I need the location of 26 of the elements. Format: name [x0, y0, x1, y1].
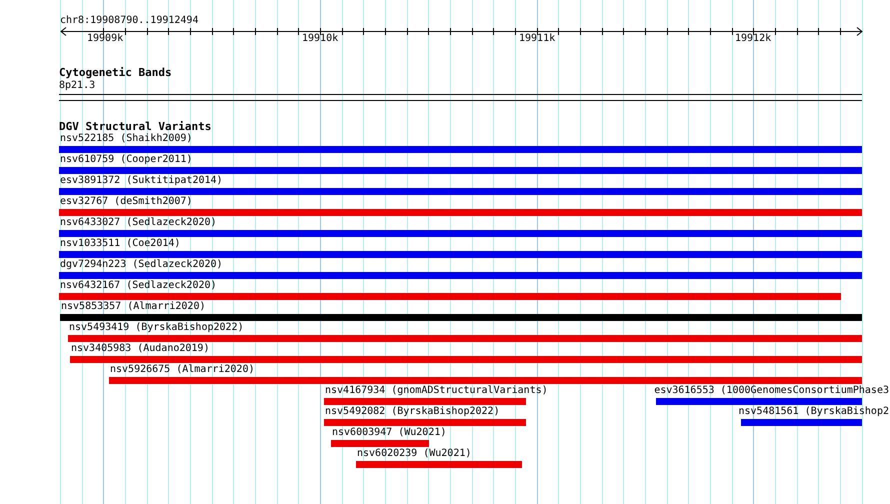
variant-label: nsv4167934 (gnomADStructuralVariants): [325, 385, 548, 397]
variant-label: nsv522185 (Shaikh2009): [60, 133, 192, 145]
variant-label: nsv5926675 (Almarri2020): [110, 364, 254, 376]
variant-label: nsv5493419 (ByrskaBishop2022): [69, 322, 244, 334]
variant-label: nsv5492082 (ByrskaBishop2022): [325, 406, 500, 418]
variant-label: esv3891372 (Suktitipat2014): [60, 175, 223, 187]
variant-label: nsv1033511 (Coe2014): [60, 238, 180, 250]
variant-label: nsv5853357 (Almarri2020): [61, 301, 206, 313]
variant-label: esv3616553 (1000GenomesConsortiumPhase3: [654, 385, 889, 397]
scale-tick-label: 19911k: [519, 33, 556, 45]
variant-label: dgv7294n223 (Sedlazeck2020): [60, 259, 223, 271]
variant-label: nsv6003947 (Wu2021): [332, 427, 446, 439]
variant-label: nsv6432167 (Sedlazeck2020): [60, 280, 217, 292]
scale-tick-label: 19909k: [87, 33, 124, 45]
cytoband-name: 8p21.3: [59, 80, 96, 92]
variant-label: nsv610759 (Cooper2011): [60, 154, 192, 166]
track-title: Cytogenetic Bands: [59, 67, 172, 79]
coordinate-range: chr8:19908790..19912494: [60, 15, 198, 27]
scale-tick-label: 19912k: [735, 33, 772, 45]
scale-tick-label: 19910k: [302, 33, 338, 45]
variant-label: nsv6020239 (Wu2021): [357, 448, 472, 460]
variant-label: nsv3405983 (Audano2019): [71, 343, 210, 355]
variant-label: nsv5481561 (ByrskaBishop2: [738, 406, 889, 418]
track-title: DGV Structural Variants: [59, 121, 212, 133]
variant-label: nsv6433027 (Sedlazeck2020): [60, 217, 217, 229]
variant-label: esv32767 (deSmith2007): [60, 196, 192, 208]
